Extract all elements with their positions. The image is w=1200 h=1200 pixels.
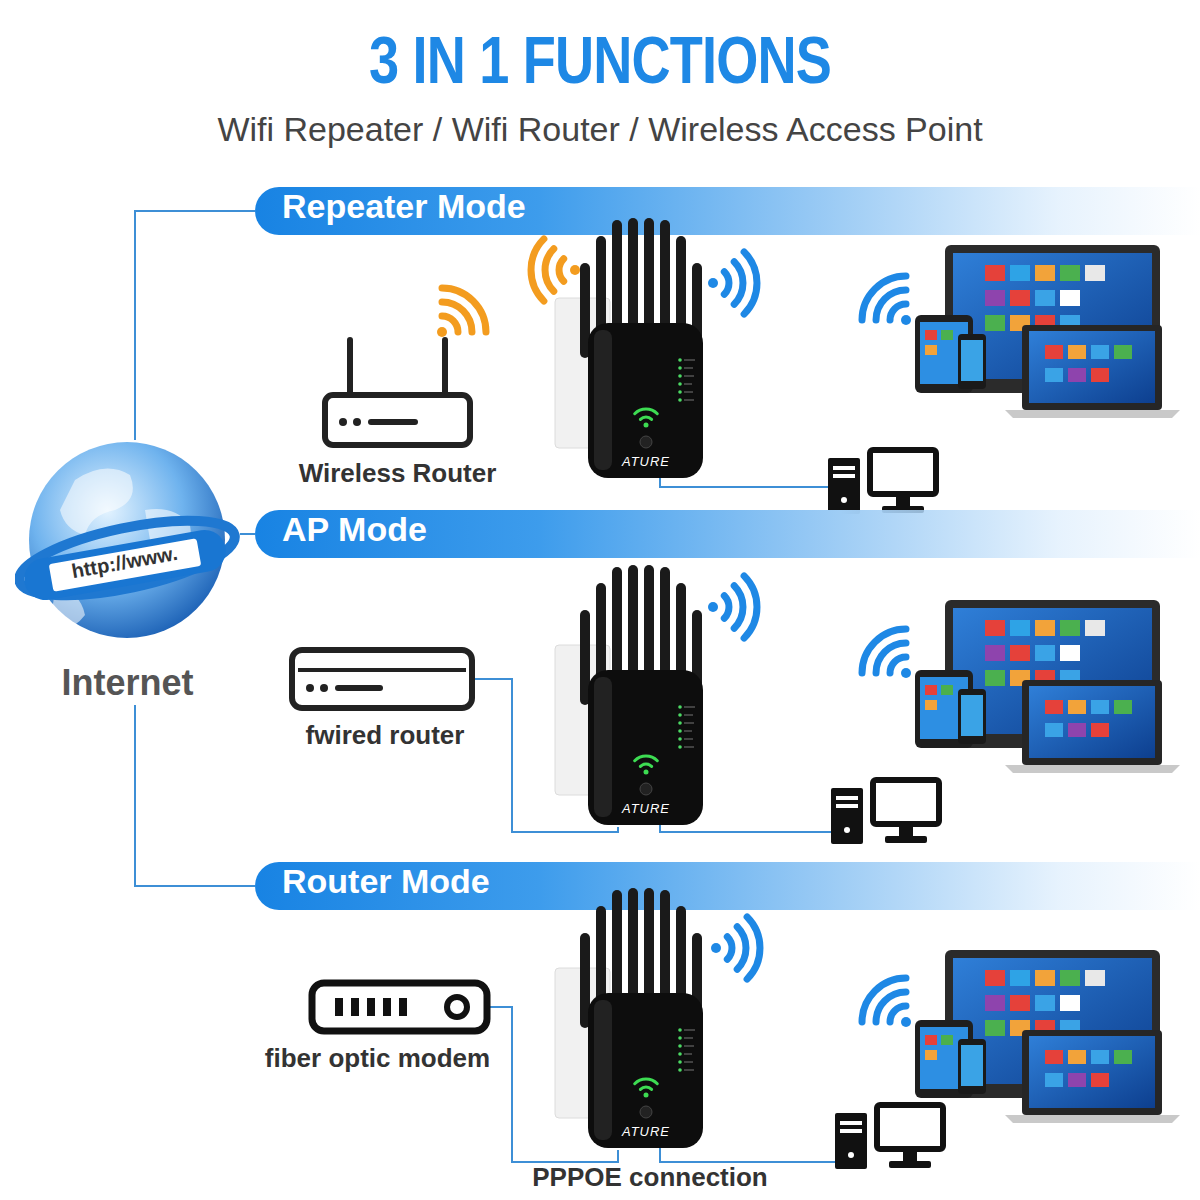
cable-connector — [135, 705, 255, 886]
wifi-signal — [708, 576, 757, 638]
wired-router: fwired router — [270, 640, 500, 755]
fiber-modem-text: fiber optic modem — [245, 1043, 510, 1074]
connection-label: PPPOE connection — [450, 1162, 850, 1193]
extender-body — [540, 888, 710, 1150]
desktop-pc — [835, 1105, 943, 1169]
cable-connector — [135, 211, 255, 440]
mode-band: AP Mode — [255, 510, 1200, 558]
wireless-router-text: Wireless Router — [285, 458, 510, 489]
wireless-router: Wireless Router — [285, 290, 510, 490]
fiber-modem: fiber optic modem — [245, 975, 510, 1075]
diagram-title: 3 IN 1 FUNCTIONS — [108, 22, 1092, 98]
lan-cable — [660, 478, 828, 487]
wifi-signal — [416, 279, 495, 358]
mode-band-text: AP Mode — [282, 510, 427, 549]
mode-band-text: Router Mode — [282, 862, 490, 901]
wired-router-text: fwired router — [270, 720, 500, 751]
extender-device-text: ATURE — [606, 1124, 686, 1139]
lan-cable — [660, 1148, 835, 1162]
lan-cable — [660, 825, 831, 832]
extender-device: ATURE — [540, 888, 710, 1150]
extender-device-text: ATURE — [606, 454, 686, 469]
client-devices — [915, 600, 1180, 773]
client-devices — [915, 950, 1180, 1123]
wifi-signal — [708, 252, 757, 314]
extender-device: ATURE — [540, 565, 710, 827]
internet-globe-text: Internet — [15, 662, 240, 704]
extender-body — [540, 565, 710, 827]
wifi-signal — [531, 239, 580, 301]
extender-body — [540, 218, 710, 480]
client-devices — [915, 245, 1180, 418]
wifi-signal — [853, 969, 932, 1048]
mode-band: Router Mode — [255, 862, 1200, 910]
desktop-pc — [831, 780, 939, 844]
mode-band-text: Repeater Mode — [282, 187, 526, 226]
wifi-signal — [711, 917, 760, 979]
extender-device: ATURE — [540, 218, 710, 480]
wifi-signal — [853, 620, 932, 699]
mode-band: Repeater Mode — [255, 187, 1200, 235]
internet-globe: http://www.Internet — [15, 440, 240, 705]
wifi-signal — [853, 267, 932, 346]
subtitle-label: Wifi Repeater / Wifi Router / Wireless A… — [0, 110, 1200, 149]
cable-connector — [240, 533, 255, 535]
extender-device-text: ATURE — [606, 801, 686, 816]
desktop-pc — [828, 450, 936, 514]
